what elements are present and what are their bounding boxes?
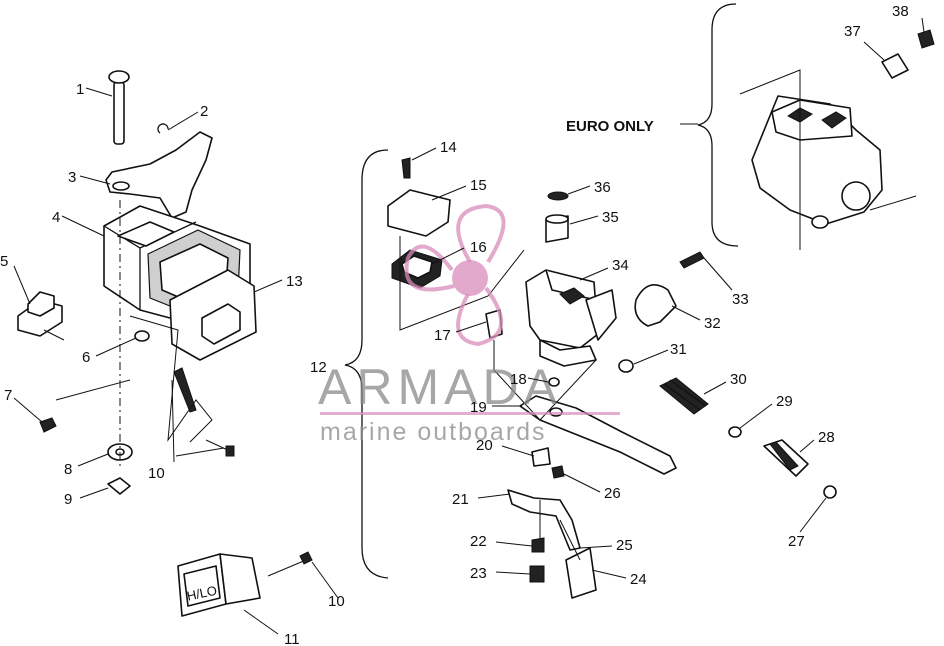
part-nut-22 [531,537,545,553]
part-pad-24 [565,547,597,599]
part-screw-33 [679,251,705,269]
part-cylinder-body [525,269,617,367]
callout-9: 9 [64,491,72,508]
part-screw-14 [401,157,411,179]
callout-15: 15 [470,177,487,194]
callout-14: 14 [440,139,457,156]
part-washer-6 [134,330,150,342]
callout-32: 32 [704,315,721,332]
callout-21: 21 [452,491,469,508]
callout-6: 6 [82,349,90,366]
part-nut-26 [551,465,565,479]
callout-10-lower: 10 [328,593,345,610]
callout-36: 36 [594,179,611,196]
callout-26: 26 [604,485,621,502]
callout-13: 13 [286,273,303,290]
callout-37: 37 [844,23,861,40]
callout-23: 23 [470,565,487,582]
callout-22: 22 [470,533,487,550]
callout-27: 27 [788,533,805,550]
euro-only-note: EURO ONLY [566,118,654,135]
part-bushing-37 [881,53,909,79]
part-nut-7 [39,417,57,433]
part-clamp [634,284,677,327]
callout-8: 8 [64,461,72,478]
callout-labels: 1 2 3 4 5 6 7 8 9 10 10 11 12 13 14 15 1… [0,3,909,646]
part-oring-36 [547,191,569,201]
part-pin [108,70,130,145]
callout-11: 11 [284,631,300,646]
callout-12: 12 [310,359,327,376]
callout-7: 7 [4,387,12,404]
part-spring [659,377,709,415]
callout-4: 4 [52,209,60,226]
part-18 [548,377,560,387]
euro-inset [697,3,935,250]
callout-10-upper: 10 [148,465,165,482]
master-cylinder-assembly [387,157,837,599]
callout-25: 25 [616,537,633,554]
switch-face-text: H/LO [185,583,218,604]
part-oring-27 [823,485,837,499]
propeller-logo [404,203,506,347]
callout-20: 20 [476,437,493,454]
part-switch-11: H/LO [177,551,313,617]
callout-28: 28 [818,429,835,446]
callout-17: 17 [434,327,451,344]
watermark-tagline: marine outboards [320,418,547,446]
part-clip-9 [107,477,131,495]
callout-16: 16 [470,239,487,256]
part-screw-23 [529,565,545,583]
callout-19: 19 [470,399,487,416]
callout-33: 33 [732,291,749,308]
part-screws-10 [173,367,235,457]
part-fitting [763,439,809,477]
callout-1: 1 [76,81,84,98]
callout-38: 38 [892,3,909,20]
part-pivot-20 [531,447,551,467]
part-e-clip [157,123,169,134]
part-cover-plate [169,269,257,361]
part-washer-31 [618,359,634,373]
part-plug-switch [17,291,65,341]
callout-34: 34 [612,257,629,274]
callout-18: 18 [510,371,527,388]
callout-3: 3 [68,169,76,186]
bracket-12 [344,149,389,579]
callout-5: 5 [0,253,8,270]
part-screw-38 [917,29,935,49]
callout-35: 35 [602,209,619,226]
throttle-assembly [17,70,257,495]
part-reservoir-cap [387,189,451,237]
callout-24: 24 [630,571,647,588]
callout-2: 2 [200,103,208,120]
part-washer-29 [728,426,742,438]
leader-lines [13,17,925,635]
callout-30: 30 [730,371,747,388]
part-throttle-lever [105,131,213,219]
callout-29: 29 [776,393,793,410]
callout-31: 31 [670,341,687,358]
